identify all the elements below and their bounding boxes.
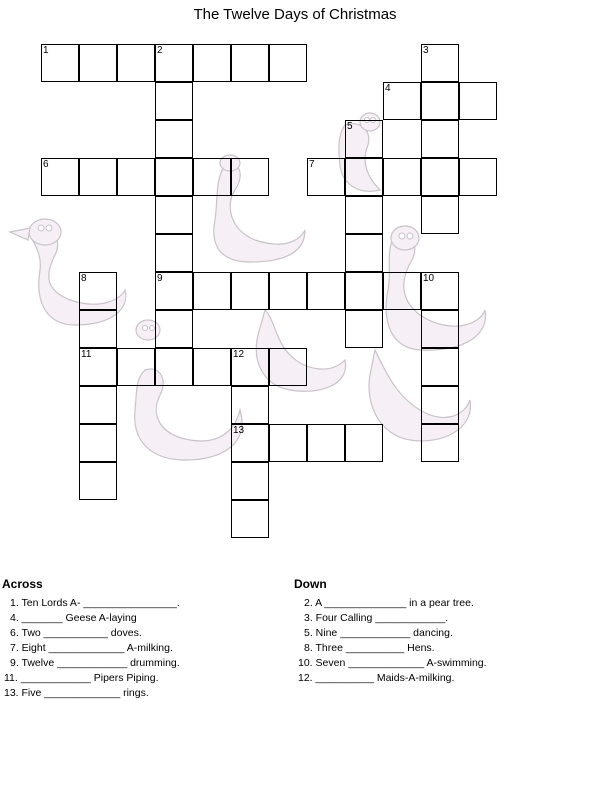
cell-number: 1 xyxy=(43,45,49,56)
cell-number: 7 xyxy=(309,159,315,170)
crossword-cell[interactable] xyxy=(79,44,117,82)
crossword-cell[interactable] xyxy=(155,348,193,386)
crossword-cell[interactable] xyxy=(231,44,269,82)
crossword-cell[interactable] xyxy=(155,120,193,158)
crossword-cell[interactable] xyxy=(41,158,79,196)
crossword-cell[interactable] xyxy=(421,120,459,158)
crossword-cell[interactable] xyxy=(231,272,269,310)
cell-number: 12 xyxy=(233,349,245,360)
crossword-cell[interactable] xyxy=(421,196,459,234)
crossword-cell[interactable] xyxy=(79,424,117,462)
crossword-cell[interactable] xyxy=(155,158,193,196)
crossword-cell[interactable] xyxy=(345,310,383,348)
crossword-cell[interactable] xyxy=(155,272,193,310)
crossword-cell[interactable] xyxy=(155,310,193,348)
cell-number: 9 xyxy=(157,273,163,284)
crossword-cell[interactable] xyxy=(459,158,497,196)
cell-number: 8 xyxy=(81,273,87,284)
crossword-cell[interactable] xyxy=(231,348,269,386)
crossword-cell[interactable] xyxy=(383,272,421,310)
across-clue: 11. ____________ Pipers Piping. xyxy=(4,672,159,684)
crossword-cell[interactable] xyxy=(79,348,117,386)
crossword-cell[interactable] xyxy=(231,386,269,424)
cell-number: 6 xyxy=(43,159,49,170)
crossword-cell[interactable] xyxy=(345,234,383,272)
crossword-cell[interactable] xyxy=(345,424,383,462)
down-clue: 3. Four Calling ____________. xyxy=(304,612,449,624)
crossword-cell[interactable] xyxy=(307,272,345,310)
down-clue: 8. Three __________ Hens. xyxy=(304,642,435,654)
crossword-cell[interactable] xyxy=(383,158,421,196)
crossword-cell[interactable] xyxy=(345,272,383,310)
crossword-cell[interactable] xyxy=(117,44,155,82)
crossword-cell[interactable] xyxy=(269,424,307,462)
crossword-cell[interactable] xyxy=(421,158,459,196)
crossword-cell[interactable] xyxy=(193,44,231,82)
crossword-cell[interactable] xyxy=(231,424,269,462)
crossword-cell[interactable] xyxy=(307,424,345,462)
down-clue: 10. Seven _____________ A-swimming. xyxy=(298,657,487,669)
crossword-cell[interactable] xyxy=(117,348,155,386)
cell-number: 13 xyxy=(233,425,245,436)
down-heading: Down xyxy=(294,577,327,591)
crossword-cell[interactable] xyxy=(79,310,117,348)
crossword-cell[interactable] xyxy=(155,196,193,234)
crossword-cell[interactable] xyxy=(345,158,383,196)
cell-number: 2 xyxy=(157,45,163,56)
down-clue: 5. Nine ____________ dancing. xyxy=(304,627,453,639)
crossword-cell[interactable] xyxy=(79,158,117,196)
down-clue: 12. __________ Maids-A-milking. xyxy=(298,672,455,684)
crossword-cell[interactable] xyxy=(383,82,421,120)
crossword-cell[interactable] xyxy=(231,500,269,538)
cell-number: 3 xyxy=(423,45,429,56)
crossword-cell[interactable] xyxy=(421,310,459,348)
crossword-cell[interactable] xyxy=(421,348,459,386)
crossword-cell[interactable] xyxy=(421,272,459,310)
crossword-cell[interactable] xyxy=(345,120,383,158)
across-clue: 9. Twelve ____________ drumming. xyxy=(10,657,180,669)
crossword-cell[interactable] xyxy=(269,44,307,82)
crossword-cell[interactable] xyxy=(459,82,497,120)
puzzle-title: The Twelve Days of Christmas xyxy=(193,6,397,23)
crossword-cell[interactable] xyxy=(193,348,231,386)
crossword-cell[interactable] xyxy=(117,158,155,196)
crossword-cell[interactable] xyxy=(307,158,345,196)
cell-number: 5 xyxy=(347,121,353,132)
crossword-cell[interactable] xyxy=(155,234,193,272)
across-clue: 4. _______ Geese A-laying xyxy=(10,612,137,624)
crossword-cell[interactable] xyxy=(421,82,459,120)
across-clue: 7. Eight _____________ A-milking. xyxy=(10,642,173,654)
crossword-cell[interactable] xyxy=(421,44,459,82)
crossword-cell[interactable] xyxy=(193,158,231,196)
crossword-cell[interactable] xyxy=(193,272,231,310)
crossword-cell[interactable] xyxy=(231,462,269,500)
across-clue: 1. Ten Lords A- ________________. xyxy=(10,597,180,609)
crossword-cell[interactable] xyxy=(345,196,383,234)
crossword-cell[interactable] xyxy=(269,348,307,386)
across-clue: 6. Two ___________ doves. xyxy=(10,627,142,639)
across-heading: Across xyxy=(2,577,43,591)
crossword-cell[interactable] xyxy=(421,424,459,462)
cell-number: 4 xyxy=(385,83,391,94)
crossword-cell[interactable] xyxy=(79,386,117,424)
crossword-cell[interactable] xyxy=(79,272,117,310)
crossword-cell[interactable] xyxy=(269,272,307,310)
crossword-cell[interactable] xyxy=(155,82,193,120)
crossword-cell[interactable] xyxy=(231,158,269,196)
down-clue: 2. A ______________ in a pear tree. xyxy=(304,597,474,609)
across-clue: 13. Five _____________ rings. xyxy=(4,687,149,699)
cell-number: 10 xyxy=(423,273,435,284)
crossword-cell[interactable] xyxy=(421,386,459,424)
crossword-cell[interactable] xyxy=(155,44,193,82)
crossword-cell[interactable] xyxy=(79,462,117,500)
cell-number: 11 xyxy=(81,349,92,360)
crossword-cell[interactable] xyxy=(41,44,79,82)
